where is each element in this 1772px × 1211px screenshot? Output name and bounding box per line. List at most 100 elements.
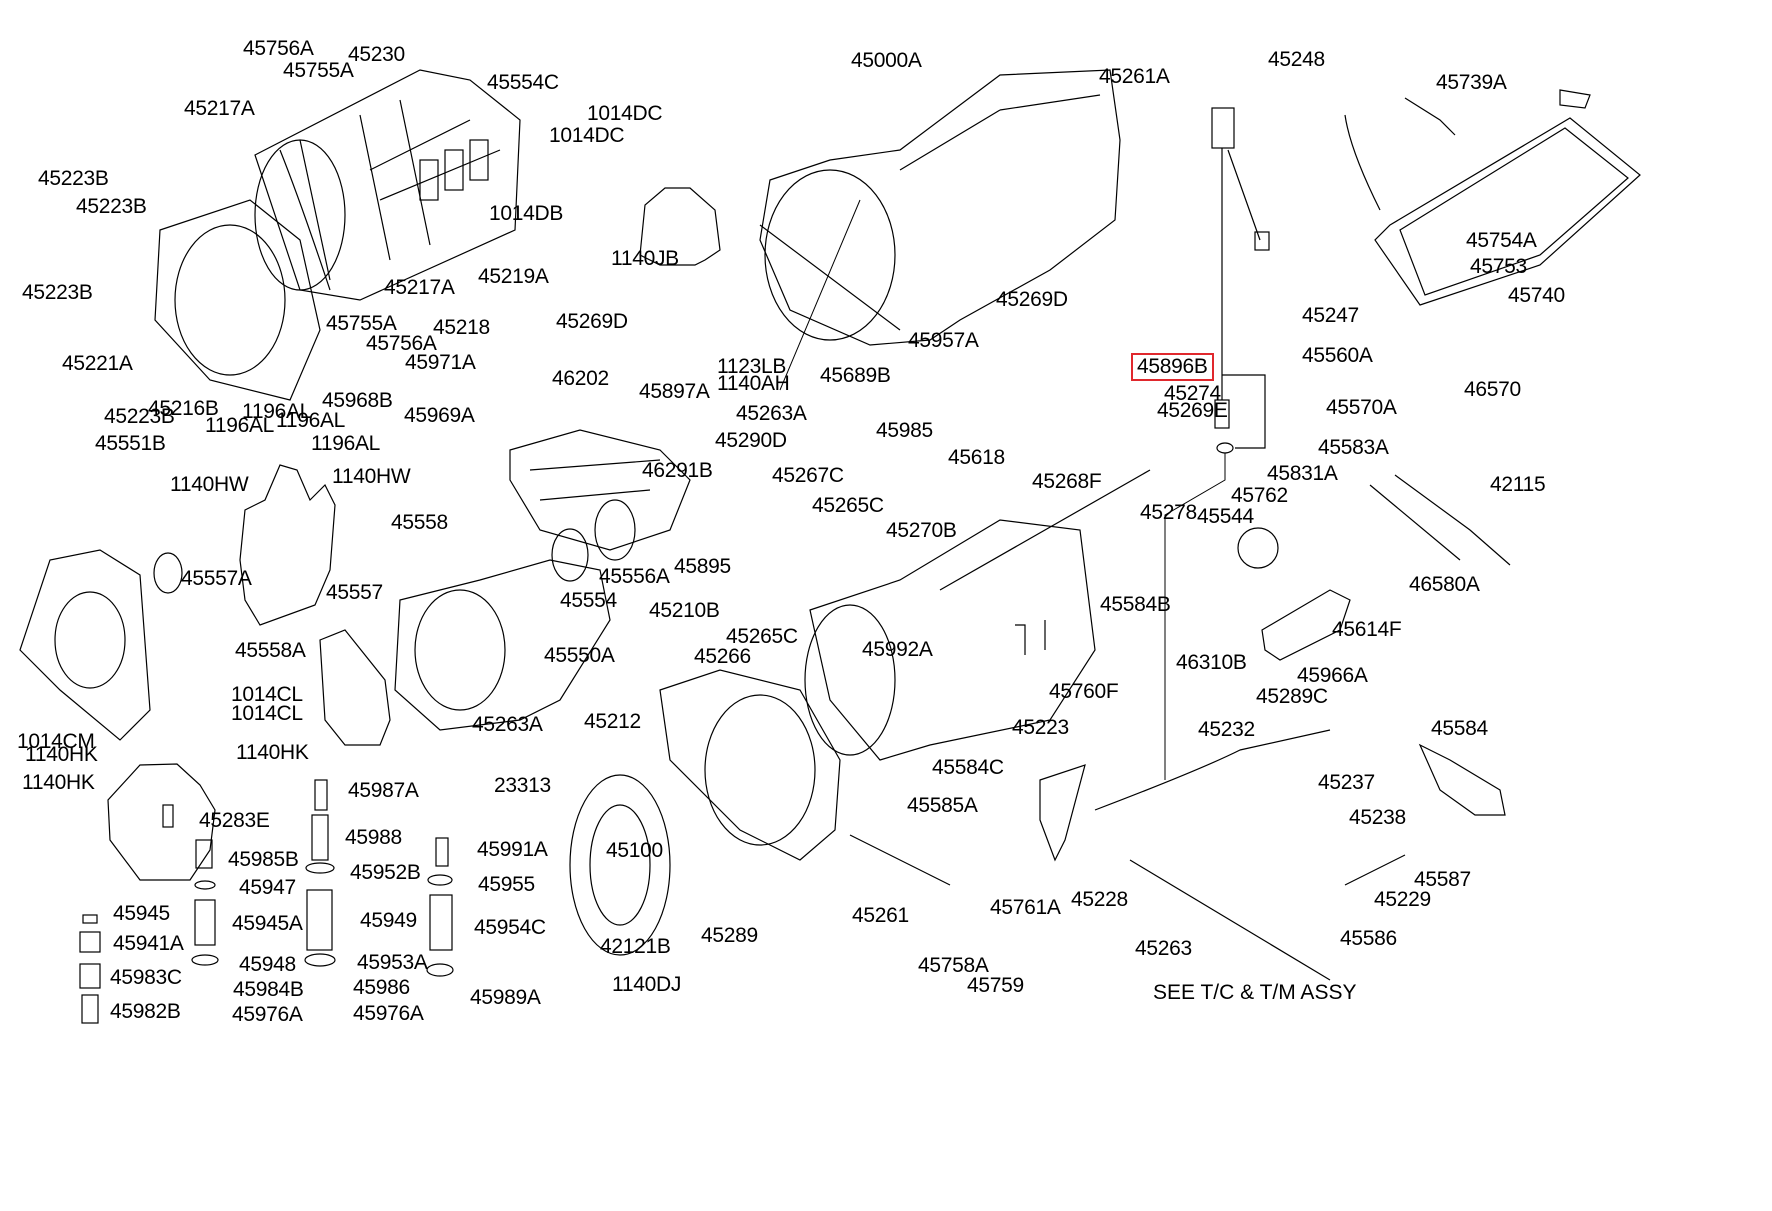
part-label-45945[interactable]: 45945 [113,902,170,925]
part-label-45223b[interactable]: 45223B [104,405,175,428]
part-label-45223b[interactable]: 45223B [38,167,109,190]
part-label-45558a[interactable]: 45558A [235,639,306,662]
part-label-1014dc[interactable]: 1014DC [549,124,625,147]
part-label-45969a[interactable]: 45969A [404,404,475,427]
part-label-1140hk[interactable]: 1140HK [25,743,98,766]
part-label-45949[interactable]: 45949 [360,909,417,932]
part-label-45947[interactable]: 45947 [239,876,296,899]
part-label-45985b[interactable]: 45985B [228,848,299,871]
part-label-1140dj[interactable]: 1140DJ [612,973,682,996]
part-label-45267c[interactable]: 45267C [772,464,844,487]
part-label-1140hw[interactable]: 1140HW [332,465,411,488]
part-label-45570a[interactable]: 45570A [1326,396,1397,419]
part-label-45948[interactable]: 45948 [239,953,296,976]
part-label-45261[interactable]: 45261 [852,904,909,927]
part-label-45954c[interactable]: 45954C [474,916,546,939]
part-label-1140jb[interactable]: 1140JB [611,247,679,270]
part-label-45100[interactable]: 45100 [606,839,663,862]
part-label-45247[interactable]: 45247 [1302,304,1359,327]
part-label-45558[interactable]: 45558 [391,511,448,534]
part-label-1123lb[interactable]: 1123LB [717,355,787,378]
part-label-45238[interactable]: 45238 [1349,806,1406,829]
part-label-46310b[interactable]: 46310B [1176,651,1247,674]
part-label-45283e[interactable]: 45283E [199,809,270,832]
part-label-45210b[interactable]: 45210B [649,599,720,622]
part-label-45270b[interactable]: 45270B [886,519,957,542]
part-label-45952b[interactable]: 45952B [350,861,421,884]
part-label-45987a[interactable]: 45987A [348,779,419,802]
part-label-45953a[interactable]: 45953A [357,951,428,974]
part-label-45237[interactable]: 45237 [1318,771,1375,794]
part-label-46202[interactable]: 46202 [552,367,609,390]
part-label-45217a[interactable]: 45217A [384,276,455,299]
part-label-45759[interactable]: 45759 [967,974,1024,997]
part-label-45230[interactable]: 45230 [348,43,405,66]
part-label-45551b[interactable]: 45551B [95,432,166,455]
part-label-45756a[interactable]: 45756A [366,332,437,355]
part-label-45263a[interactable]: 45263A [736,402,807,425]
part-label-45760f[interactable]: 45760F [1049,680,1119,703]
part-label-45614f[interactable]: 45614F [1332,618,1402,641]
part-label-45957a[interactable]: 45957A [908,329,979,352]
part-label-45584b[interactable]: 45584B [1100,593,1171,616]
part-label-1196al[interactable]: 1196AL [205,414,275,437]
part-label-45265c[interactable]: 45265C [812,494,884,517]
part-label-45753[interactable]: 45753 [1470,255,1527,278]
part-label-1014db[interactable]: 1014DB [489,202,564,225]
part-label-45229[interactable]: 45229 [1374,888,1431,911]
part-label-45000a[interactable]: 45000A [851,49,922,72]
part-label-45556a[interactable]: 45556A [599,565,670,588]
part-label-1014cl[interactable]: 1014CL [231,702,303,725]
part-label-45585a[interactable]: 45585A [907,794,978,817]
part-label-45586[interactable]: 45586 [1340,927,1397,950]
part-label-45554c[interactable]: 45554C [487,71,559,94]
part-label-45265c[interactable]: 45265C [726,625,798,648]
part-label-45988[interactable]: 45988 [345,826,402,849]
part-label-45762[interactable]: 45762 [1231,484,1288,507]
part-label-45289c[interactable]: 45289C [1256,685,1328,708]
part-label-45289[interactable]: 45289 [701,924,758,947]
part-label-45219a[interactable]: 45219A [478,265,549,288]
part-label-45223b[interactable]: 45223B [22,281,93,304]
part-label-45278[interactable]: 45278 [1140,501,1197,524]
part-label-45739a[interactable]: 45739A [1436,71,1507,94]
part-label-1140hk[interactable]: 1140HK [236,741,309,764]
part-label-45212[interactable]: 45212 [584,710,641,733]
part-label-45290d[interactable]: 45290D [715,429,787,452]
part-label-45991a[interactable]: 45991A [477,838,548,861]
part-label-42121b[interactable]: 42121B [600,935,671,958]
part-label-45982b[interactable]: 45982B [110,1000,181,1023]
part-label-45831a[interactable]: 45831A [1267,462,1338,485]
part-label-45584[interactable]: 45584 [1431,717,1488,740]
part-label-1140hw[interactable]: 1140HW [170,473,249,496]
part-label-45941a[interactable]: 45941A [113,932,184,955]
part-label-45755a[interactable]: 45755A [326,312,397,335]
part-label-45986[interactable]: 45986 [353,976,410,999]
part-label-45274[interactable]: 45274 [1164,382,1221,405]
part-label-45618[interactable]: 45618 [948,446,1005,469]
part-label-1140ah[interactable]: 1140AH [717,372,790,395]
part-label-45754a[interactable]: 45754A [1466,229,1537,252]
part-label-45269d[interactable]: 45269D [996,288,1068,311]
part-label-45268f[interactable]: 45268F [1032,470,1102,493]
part-label-45945a[interactable]: 45945A [232,912,303,935]
part-label-45992a[interactable]: 45992A [862,638,933,661]
part-label-45269d[interactable]: 45269D [556,310,628,333]
part-label-45976a[interactable]: 45976A [232,1003,303,1026]
part-label-45263[interactable]: 45263 [1135,937,1192,960]
part-label-45557a[interactable]: 45557A [181,567,252,590]
part-label-46291b[interactable]: 46291B [642,459,713,482]
part-label-45955[interactable]: 45955 [478,873,535,896]
part-label-45584c[interactable]: 45584C [932,756,1004,779]
part-label-45554[interactable]: 45554 [560,589,617,612]
part-label-45228[interactable]: 45228 [1071,888,1128,911]
part-label-1014cm[interactable]: 1014CM [17,730,95,753]
part-label-45560a[interactable]: 45560A [1302,344,1373,367]
part-label-45984b[interactable]: 45984B [233,978,304,1001]
part-label-45263a[interactable]: 45263A [472,713,543,736]
part-label-45897a[interactable]: 45897A [639,380,710,403]
part-label-1014dc[interactable]: 1014DC [587,102,663,125]
part-label-45218[interactable]: 45218 [433,316,490,339]
part-label-45221a[interactable]: 45221A [62,352,133,375]
part-label-46570[interactable]: 46570 [1464,378,1521,401]
